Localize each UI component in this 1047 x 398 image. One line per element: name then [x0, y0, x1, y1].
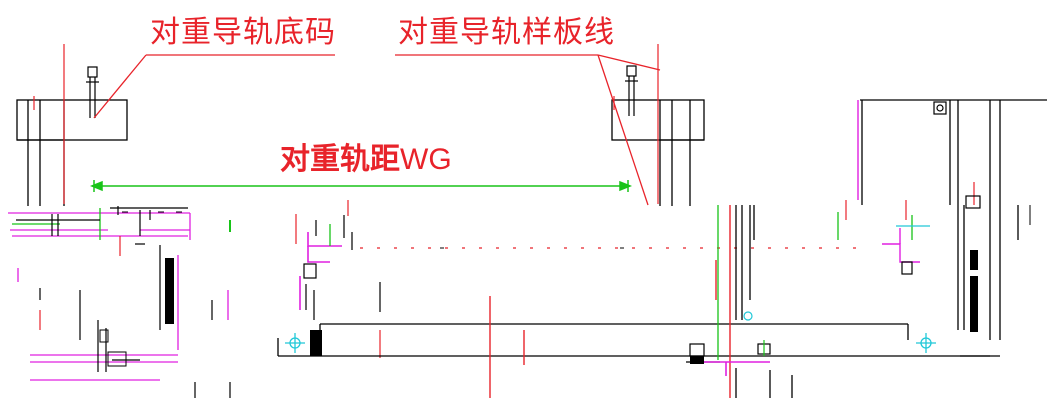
right-detail-marks [837, 182, 990, 357]
right-machine-frame [860, 99, 1047, 340]
red-centre-lines [489, 205, 731, 398]
right-anchor-bolt [625, 65, 638, 116]
middle-left-bracket-detail [285, 200, 381, 358]
right-magenta-edges [857, 100, 920, 263]
label-counterweight-rail-template-line: 对重导轨样板线 [398, 15, 615, 50]
right-rail-profile [970, 250, 978, 332]
frame-end-block [310, 330, 322, 356]
label-leaders [93, 54, 661, 206]
right-top-bolt [933, 101, 947, 115]
centre-column [735, 205, 793, 398]
counterweight-frame [277, 323, 1000, 357]
label-rail-gauge-cn: 对重轨距 [280, 142, 400, 177]
left-rail-profile [165, 258, 174, 324]
left-detail [8, 206, 231, 398]
label-counterweight-rail-base: 对重导轨底码 [150, 15, 336, 50]
annotation-ticks [122, 205, 1031, 249]
centre-bottom-fitting [686, 311, 771, 376]
left-rail-bracket [16, 99, 128, 206]
label-counterweight-rail-gauge: 对重轨距WG [280, 145, 452, 175]
label-rail-gauge-wg: WG [400, 143, 452, 176]
left-anchor-bolt [86, 66, 99, 118]
wg-dimension-line [89, 180, 633, 192]
